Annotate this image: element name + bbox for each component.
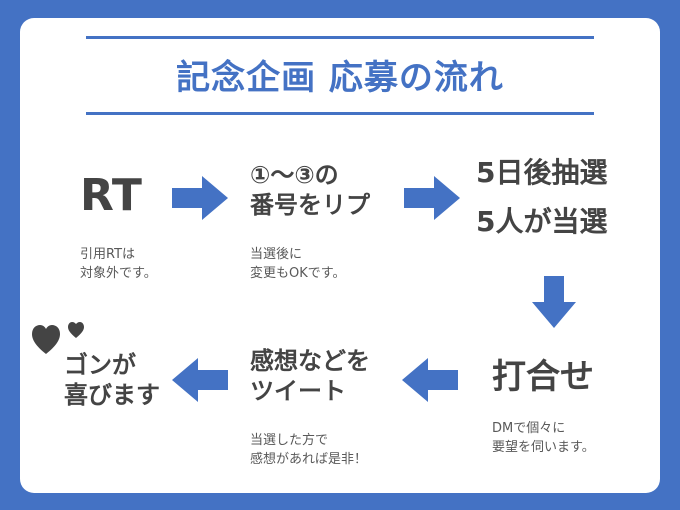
step-tweet-title-line: ツイート [250, 377, 346, 405]
arrow-icon [404, 176, 460, 220]
step-gon-title-line: ゴンが [64, 351, 136, 379]
step-lottery-title: 5日後抽選 5人が当選 [476, 148, 607, 246]
title-rule-bottom [86, 112, 594, 115]
step-reply-note: 当選後に 変更もOKです。 [250, 246, 345, 284]
step-gon-title-line: 喜びます [64, 381, 160, 409]
step-meeting-note: DMで個々に 要望を伺います。 [492, 420, 595, 458]
step-rt-note: 引用RTは 対象外です。 [80, 246, 157, 284]
step-reply-note-line: 変更もOKです。 [250, 265, 346, 281]
step-tweet-note-line: 当選した方で [250, 433, 329, 448]
step-rt-title: RT [80, 170, 142, 221]
step-tweet-note-line: 感想があれば是非！ [250, 451, 368, 467]
step-reply-title-line: 番号をリプ [250, 191, 370, 219]
step-tweet-note: 当選した方で 感想があれば是非！ [250, 432, 367, 470]
step-lottery-title-line: 5人が当選 [476, 205, 608, 238]
step-rt-note-line: 対象外です。 [80, 265, 157, 281]
arrow-icon [172, 358, 228, 402]
step-reply-title-line: ①〜③の [250, 161, 339, 189]
title-rule-top [86, 36, 594, 39]
step-tweet-title: 感想などを ツイート [250, 346, 370, 406]
card [20, 18, 660, 493]
page-title: 記念企画 応募の流れ [176, 58, 504, 98]
step-lottery-title-line: 5日後抽選 [476, 156, 608, 189]
step-meeting-note-line: DMで個々に [492, 421, 566, 436]
step-gon-title: ゴンが 喜びます [64, 350, 160, 410]
step-reply-note-line: 当選後に [250, 247, 303, 262]
arrow-icon [402, 358, 458, 402]
step-meeting-note-line: 要望を伺います。 [492, 439, 595, 455]
step-rt-note-line: 引用RTは [80, 247, 136, 262]
arrow-icon [532, 276, 576, 328]
step-reply-title: ①〜③の 番号をリプ [250, 160, 370, 220]
step-meeting-title: 打合せ [492, 357, 594, 397]
step-tweet-title-line: 感想などを [250, 347, 370, 375]
arrow-icon [172, 176, 228, 220]
hearts-icon [32, 320, 92, 364]
